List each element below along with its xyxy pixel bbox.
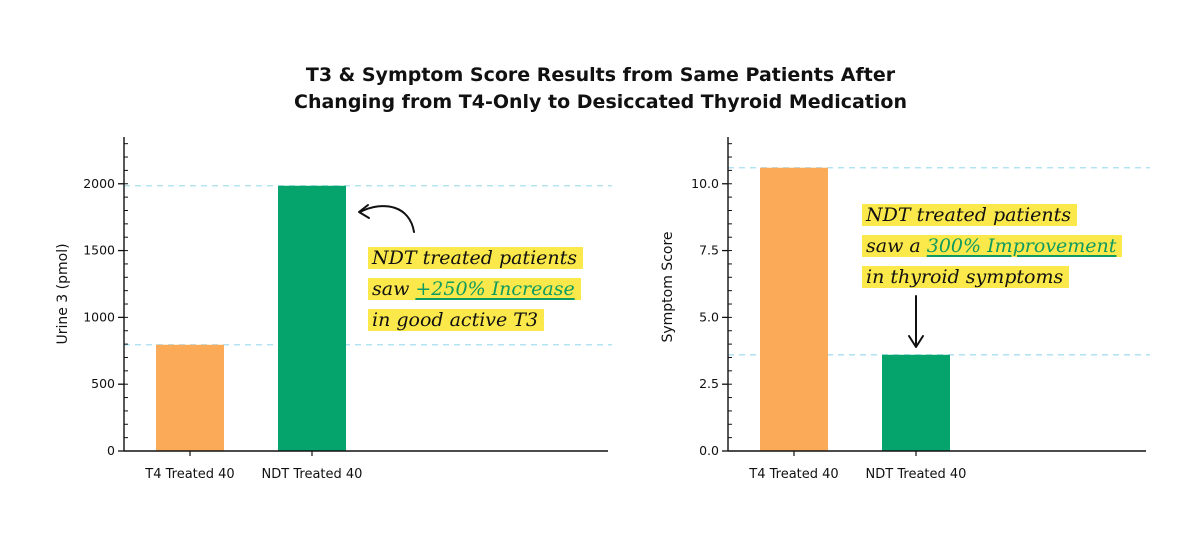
right-chart-symptom-score: 0.0 2.5 5.0 7.5 10.0 T4 Treated 40 NDT Treated…	[660, 137, 1150, 482]
right-annotation-highlight: 300% Improvement	[926, 235, 1117, 257]
y-tick-label: 0.0	[699, 443, 719, 458]
y-tick-label: 10.0	[691, 176, 719, 191]
y-axis-title: Symptom Score	[660, 231, 676, 342]
y-tick-label: 500	[91, 376, 115, 391]
bar-ndt	[882, 354, 950, 451]
bar-t4	[156, 344, 224, 451]
right-annotation: NDT treated patients saw a 300% Improvem…	[862, 200, 1123, 293]
annotation-arrow	[359, 205, 415, 233]
x-tick-label: NDT Treated 40	[262, 467, 363, 482]
right-annotation-line-3: in thyroid symptoms	[862, 266, 1070, 288]
left-annotation-line-2-prefix: saw	[372, 278, 416, 300]
bar-t4	[760, 167, 828, 451]
y-tick-label: 1000	[83, 309, 115, 324]
y-tick-label: 5.0	[699, 309, 719, 324]
y-axis-title: Urine 3 (pmol)	[55, 243, 71, 344]
left-annotation-line-1: NDT treated patients	[368, 247, 584, 269]
y-tick-label: 2.5	[699, 376, 719, 391]
bar-ndt	[278, 185, 346, 452]
x-tick-label: T4 Treated 40	[144, 467, 234, 482]
left-annotation-line-3: in good active T3	[368, 309, 545, 331]
chart-title: T3 & Symptom Score Results from Same Pat…	[0, 62, 1201, 116]
y-tick-label: 2000	[83, 176, 115, 191]
right-annotation-line-1: NDT treated patients	[862, 204, 1078, 226]
chart-title-line-2: Changing from T4-Only to Desiccated Thyr…	[294, 91, 907, 113]
x-tick-label: NDT Treated 40	[866, 467, 967, 482]
y-tick-label: 1500	[83, 243, 115, 258]
x-tick-label: T4 Treated 40	[748, 467, 838, 482]
right-annotation-line-2-prefix: saw a	[866, 235, 927, 257]
left-chart-t3: 0 500 1000 1500 2000 T4 Treated 40 NDT Treated…	[55, 137, 612, 482]
y-tick-label: 7.5	[699, 243, 719, 258]
left-annotation-highlight: +250% Increase	[415, 278, 575, 300]
y-tick-label: 0	[107, 443, 115, 458]
left-annotation: NDT treated patients saw +250% Increase …	[368, 243, 584, 336]
chart-title-line-1: T3 & Symptom Score Results from Same Pat…	[305, 64, 896, 86]
annotation-arrow-head	[358, 204, 370, 219]
annotation-arrow-head	[908, 335, 924, 348]
